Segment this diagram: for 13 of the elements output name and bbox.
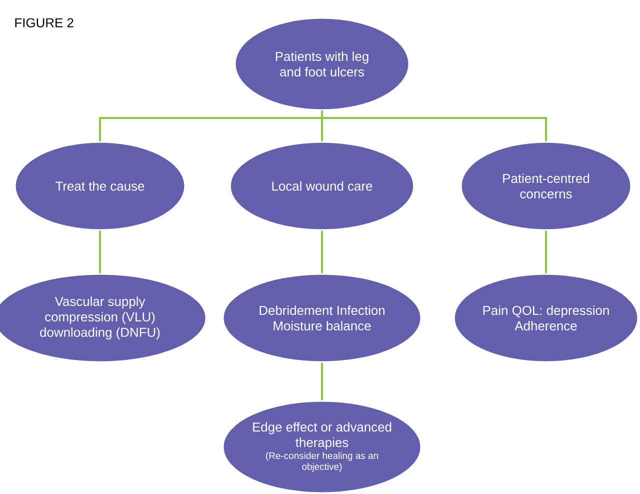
connector-line (321, 110, 547, 142)
ellipse-node: Debridement Infection Moisture balance (222, 273, 422, 363)
ellipse-node: Patients with leg and foot ulcers (234, 17, 410, 111)
connector-line (321, 362, 323, 400)
ellipse-node: Treat the cause (14, 141, 186, 231)
connector-line (321, 230, 323, 274)
connector-line (545, 230, 547, 274)
ellipse-node: Local wound care (229, 141, 415, 231)
ellipse-node: Patient-centred concerns (460, 141, 632, 231)
connector-line (99, 230, 101, 274)
ellipse-node: Edge effect or advanced therapies (Re-consider healing as an objective) (222, 400, 422, 494)
ellipse-node: Pain QOL: depression Adherence (453, 273, 639, 363)
figure-title: FIGURE 2 (15, 18, 74, 28)
